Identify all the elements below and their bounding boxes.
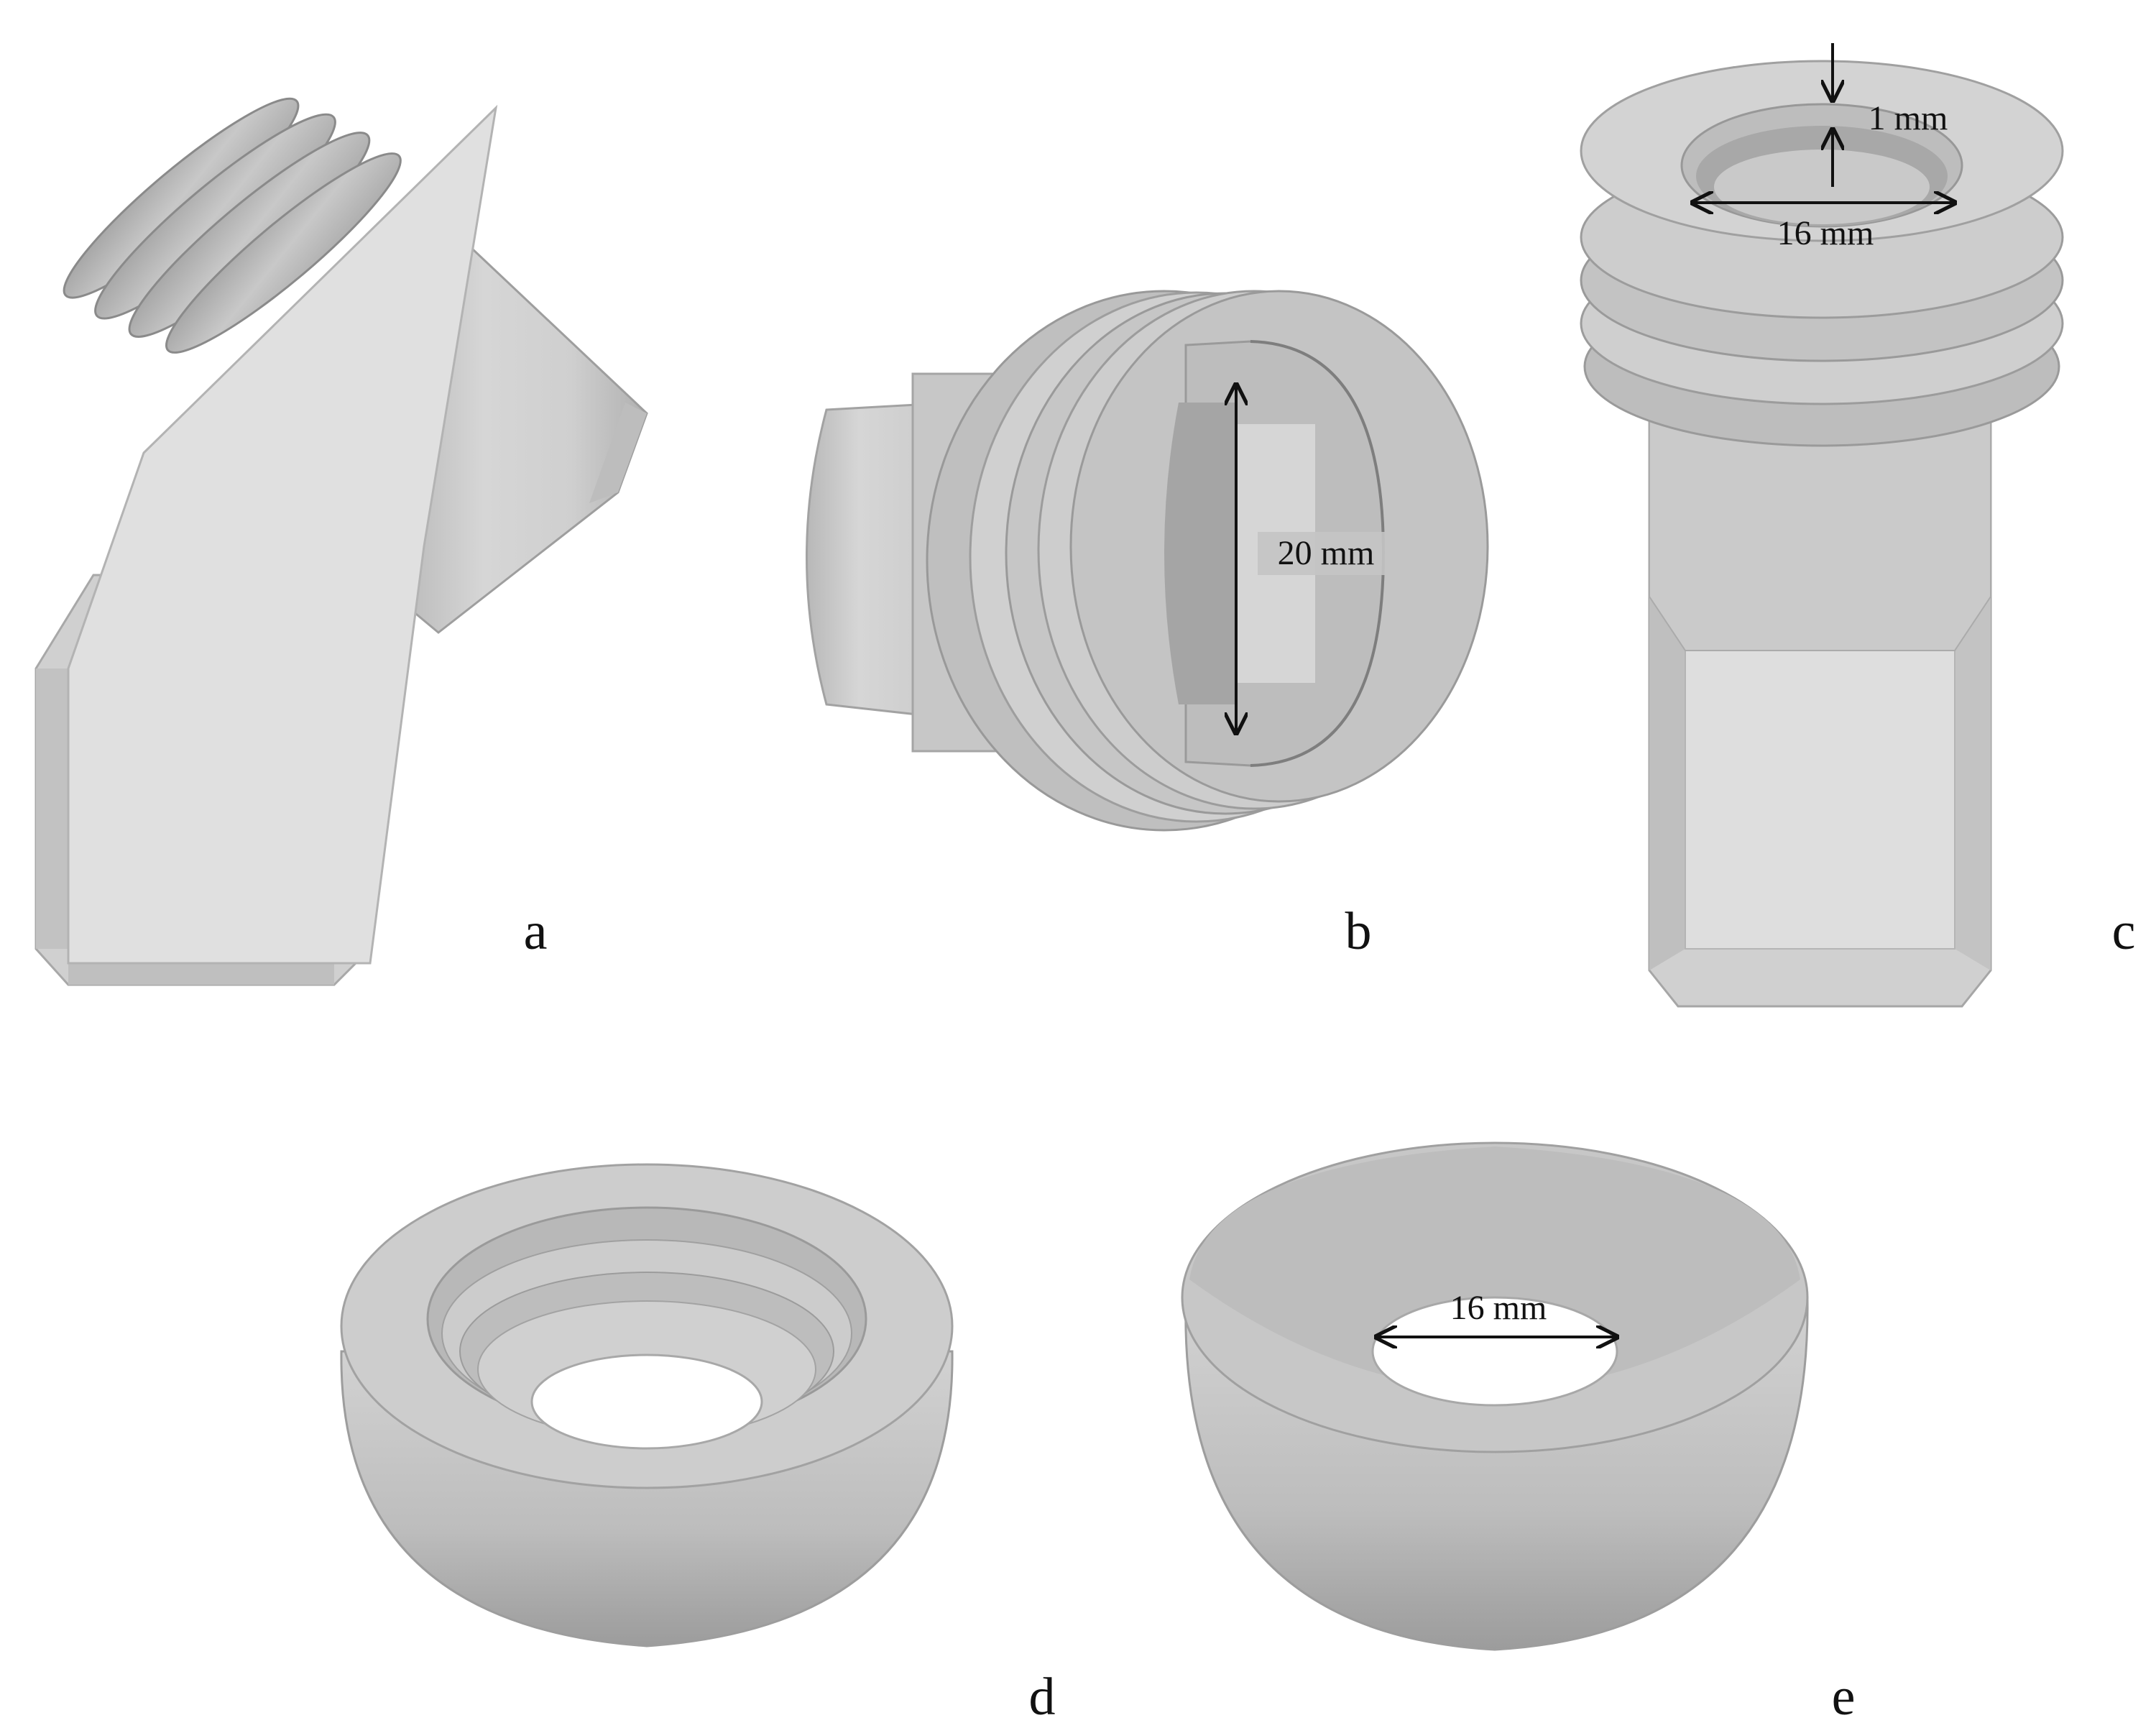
panel-c-adapter-top: 1 mm 16 mm c (1580, 43, 2136, 1008)
panel-c-dimension-16mm: 16 mm (1777, 214, 1874, 252)
panel-a-letter: a (524, 902, 548, 961)
panel-b-letter: b (1345, 902, 1372, 961)
panel-c-dimension-1mm: 1 mm (1869, 99, 1948, 137)
panel-e-dimension-16mm: 16 mm (1450, 1289, 1547, 1327)
panel-d-threaded-nut: d (340, 1163, 1056, 1727)
panel-e-letter: e (1832, 1668, 1856, 1727)
panel-a-angled-adapter: a (34, 97, 648, 986)
panel-b-adapter-front: 20 mm b (806, 290, 1489, 961)
panel-b-dimension-20mm: 20 mm (1278, 534, 1375, 572)
panel-c-letter: c (2112, 902, 2136, 961)
panel-d-letter: d (1029, 1668, 1056, 1727)
panel-e-cone-ring: 16 mm e (1181, 1141, 1856, 1727)
